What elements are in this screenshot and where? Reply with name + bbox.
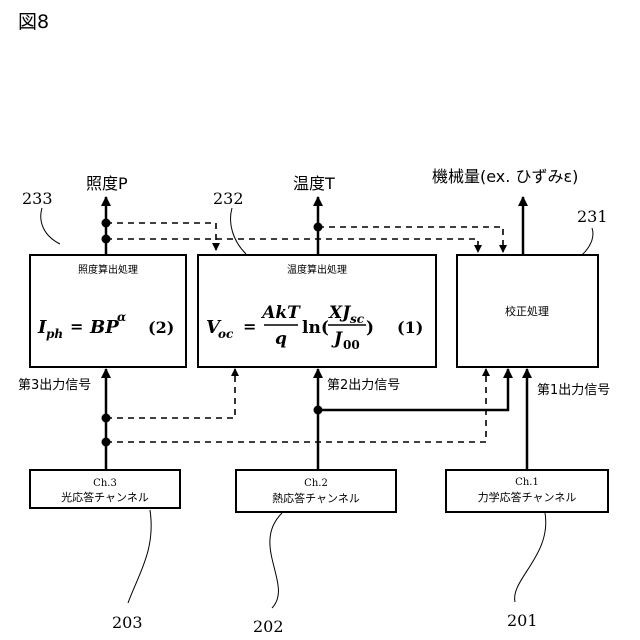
ref-231: 231: [577, 207, 608, 226]
block-calibration-title: 校正処理: [505, 304, 549, 318]
channel-2-code: Ch.2: [304, 478, 328, 489]
eq2-equals: =: [70, 317, 83, 336]
junction-signal3-1: [102, 414, 111, 423]
signal2-label: 第2出力信号: [327, 378, 400, 393]
channel-2-name: 熱応答チャンネル: [272, 491, 360, 505]
eq1-lhs-sub: oc: [218, 327, 234, 341]
channel-3-code: Ch.3: [93, 478, 117, 489]
output-temperature-label: 温度T: [293, 174, 335, 193]
figure-label: 図8: [18, 11, 49, 33]
junction-temperature: [314, 223, 323, 232]
ref-203-leader: [128, 510, 151, 603]
channel-2-box: [236, 470, 396, 512]
channel-1-name: 力学応答チャンネル: [478, 490, 577, 504]
channel-3-name: 光応答チャンネル: [61, 490, 149, 504]
eq2-rhs-sup: α: [117, 310, 126, 324]
eq1-frac2-num: XJ: [328, 303, 351, 323]
dash-signal3-to-calibration: [106, 369, 486, 442]
eq1-number: (1): [397, 318, 423, 337]
eq2-rhs: BP: [89, 317, 119, 338]
eq2-lhs-sub: ph: [46, 327, 63, 341]
eq1-frac1-den: q: [275, 329, 287, 349]
eq1-ln: ln(: [302, 318, 329, 338]
ref-202-leader: [270, 513, 282, 608]
ref-201: 201: [507, 611, 538, 630]
ref-202: 202: [253, 617, 284, 636]
ref-233-leader: [41, 208, 60, 244]
channel-1-code: Ch.1: [515, 477, 539, 488]
output-mechanical-label: 機械量(ex. ひずみε): [432, 167, 578, 186]
ref-203: 203: [112, 613, 143, 632]
signal3-label: 第3出力信号: [18, 378, 91, 393]
eq1-frac2-den-sub: 00: [343, 338, 360, 352]
eq1-equals: =: [243, 317, 256, 336]
eq1-frac1-num: AkT: [260, 303, 301, 323]
dash-signal3-to-temperature: [106, 369, 235, 418]
ref-201-leader: [515, 513, 546, 602]
output-illuminance-label: 照度P: [86, 174, 128, 193]
junction-signal2: [314, 406, 323, 415]
eq1-frac2-num-sub: sc: [350, 312, 365, 326]
ref-232: 232: [213, 189, 244, 208]
block-temperature-title: 温度算出処理: [287, 263, 347, 276]
signal1-label: 第1出力信号: [537, 383, 610, 398]
junction-illuminance-1: [102, 219, 111, 228]
ref-233: 233: [22, 189, 53, 208]
eq2-number: (2): [148, 318, 174, 337]
dash-temperature-to-calibration: [318, 227, 503, 252]
junction-illuminance-2: [102, 235, 111, 244]
eq1-close-paren: ): [366, 318, 374, 338]
block-illuminance-title: 照度算出処理: [78, 263, 138, 276]
dash-illuminance-to-calibration: [106, 239, 478, 252]
ref-232-leader: [231, 208, 246, 254]
dash-illuminance-to-temperature: [106, 223, 216, 250]
junction-signal3-2: [102, 438, 111, 447]
